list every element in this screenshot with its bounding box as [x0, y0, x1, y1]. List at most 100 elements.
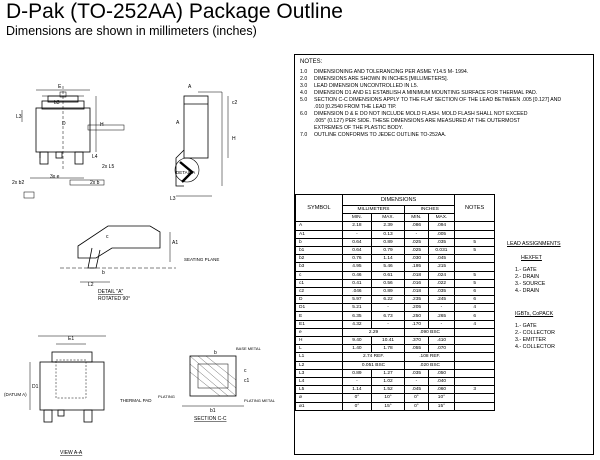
- dimension-cell: .055: [404, 344, 429, 354]
- dimension-cell: [454, 393, 495, 403]
- dimension-cell: 1.52: [370, 385, 406, 395]
- dimension-cell: .022: [427, 278, 456, 288]
- note-number: 6.0: [300, 111, 308, 117]
- view-aa-drawing: [29, 335, 106, 423]
- note-text: DIMENSIONING AND TOLERANCING PER ASME Y1…: [314, 69, 469, 75]
- dimension-row: L4-1.02-.040: [295, 376, 495, 387]
- dimension-cell: .035: [427, 286, 456, 297]
- svg-text:c: c: [244, 368, 247, 374]
- note-text: .010 [0.2540 FROM THE LEAD TIP.: [314, 104, 397, 110]
- page-subtitle: Dimensions are shown in millimeters (inc…: [6, 24, 257, 38]
- dimension-cell: .045: [427, 254, 456, 264]
- dimension-cell: 0°: [404, 393, 429, 403]
- svg-text:c: c: [106, 234, 109, 240]
- note-number: 1.0: [300, 69, 308, 75]
- lead-assignment-item: 3.- SOURCE: [515, 281, 546, 287]
- dimension-cell: 6: [454, 286, 495, 297]
- dimension-cell: .050: [427, 368, 456, 378]
- dimension-cell: 4: [454, 319, 495, 329]
- dimension-cell: 5: [454, 278, 495, 288]
- note-item: EXTREMES OF THE PLASTIC BODY.: [300, 125, 403, 131]
- lead-assignment-item: 3.- EMITTER: [515, 337, 546, 343]
- dimension-cell: 5: [454, 270, 495, 280]
- dimension-cell: .030: [404, 254, 429, 264]
- dimension-cell: 0.64: [341, 237, 372, 247]
- dimension-cell: .235: [404, 295, 429, 305]
- inches-header: INCHES: [404, 204, 456, 215]
- note-number: 5.0: [300, 97, 308, 103]
- svg-text:L3: L3: [16, 114, 22, 120]
- dimension-cell: 1.40: [341, 344, 372, 354]
- dimension-cell: 15°: [370, 401, 406, 411]
- svg-text:A1: A1: [172, 240, 178, 246]
- note-item: 1.0 DIMENSIONING AND TOLERANCING PER ASME…: [300, 69, 468, 75]
- section-cc-title: SECTION C-C: [194, 416, 227, 422]
- detail-a-drawing: [60, 225, 176, 283]
- dimension-cell: c: [295, 270, 343, 280]
- mm-max-header: MAX.: [370, 213, 406, 223]
- svg-text:c2: c2: [232, 100, 238, 106]
- dimension-cell: .205: [404, 303, 429, 313]
- dimension-cell: 9.40: [341, 335, 372, 346]
- dimension-cell: 0.56: [370, 278, 406, 288]
- dimension-cell: 5.21: [341, 303, 372, 313]
- svg-text:c1: c1: [244, 378, 250, 384]
- dimension-cell: .195: [404, 262, 429, 272]
- dimension-row: A1-0.13-.005: [295, 229, 495, 239]
- dimension-cell: L1: [295, 352, 343, 362]
- dimension-cell: 2.74 REF.: [341, 352, 406, 362]
- detail-a-rotation: ROTATED 90°: [98, 296, 130, 302]
- note-text: OUTLINE CONFORMS TO JEDEC OUTLINE TO-252…: [314, 132, 447, 138]
- dimension-cell: .215: [427, 262, 456, 272]
- dimension-cell: [454, 352, 495, 362]
- dimension-cell: 2.18: [341, 221, 372, 231]
- dimension-cell: D: [295, 295, 343, 305]
- note-number: 2.0: [300, 76, 308, 82]
- dimension-cell: 5.97: [341, 295, 372, 305]
- dimension-cell: .040: [427, 376, 456, 387]
- dimension-cell: .005: [427, 229, 456, 239]
- dimension-cell: .370: [404, 335, 429, 346]
- dimension-cell: -: [427, 303, 456, 313]
- dimension-cell: [454, 401, 495, 411]
- dimension-cell: 5: [454, 237, 495, 247]
- dimension-cell: 4.95: [341, 262, 372, 272]
- side-view-drawing: [174, 91, 229, 197]
- svg-text:2x b: 2x b: [90, 180, 100, 186]
- symbol-header: SYMBOL: [295, 193, 343, 223]
- svg-text:b1: b1: [210, 408, 216, 414]
- dimension-cell: 1.27: [370, 368, 406, 378]
- dimension-cell: .170: [404, 319, 429, 329]
- dimensions-table: SYMBOL DIMENSIONS NOTES MILLIMETERS INCH…: [295, 193, 495, 411]
- dimension-cell: 0.13: [370, 229, 406, 239]
- plating-metal-label: PLATING METAL: [244, 398, 276, 403]
- dimension-cell: 0.89: [341, 368, 372, 378]
- dimension-cell: 10°: [370, 393, 406, 403]
- lead-assignment-item: 2.- COLLECTOR: [515, 330, 555, 336]
- section-cc-drawing: [182, 355, 244, 407]
- svg-text:E1: E1: [68, 336, 74, 342]
- dimension-cell: [454, 262, 495, 272]
- svg-text:D: D: [62, 121, 66, 127]
- notes-header: NOTES: [454, 193, 495, 223]
- dimension-cell: 0°: [341, 401, 372, 411]
- dimension-cell: ø1: [295, 401, 343, 411]
- dimension-cell: ø: [295, 393, 343, 403]
- note-text: LEAD DIMENSION UNCONTROLLED IN L5.: [314, 83, 419, 89]
- dimension-cell: -: [341, 229, 372, 239]
- dimension-cell: 10°: [427, 393, 456, 403]
- dimension-cell: .016: [404, 278, 429, 288]
- dimension-cell: 4.32: [341, 319, 372, 329]
- dimension-cell: 0.79: [370, 245, 406, 256]
- dimension-cell: .045: [404, 385, 429, 395]
- svg-text:D1: D1: [32, 384, 39, 390]
- dimension-cell: .046: [341, 286, 372, 297]
